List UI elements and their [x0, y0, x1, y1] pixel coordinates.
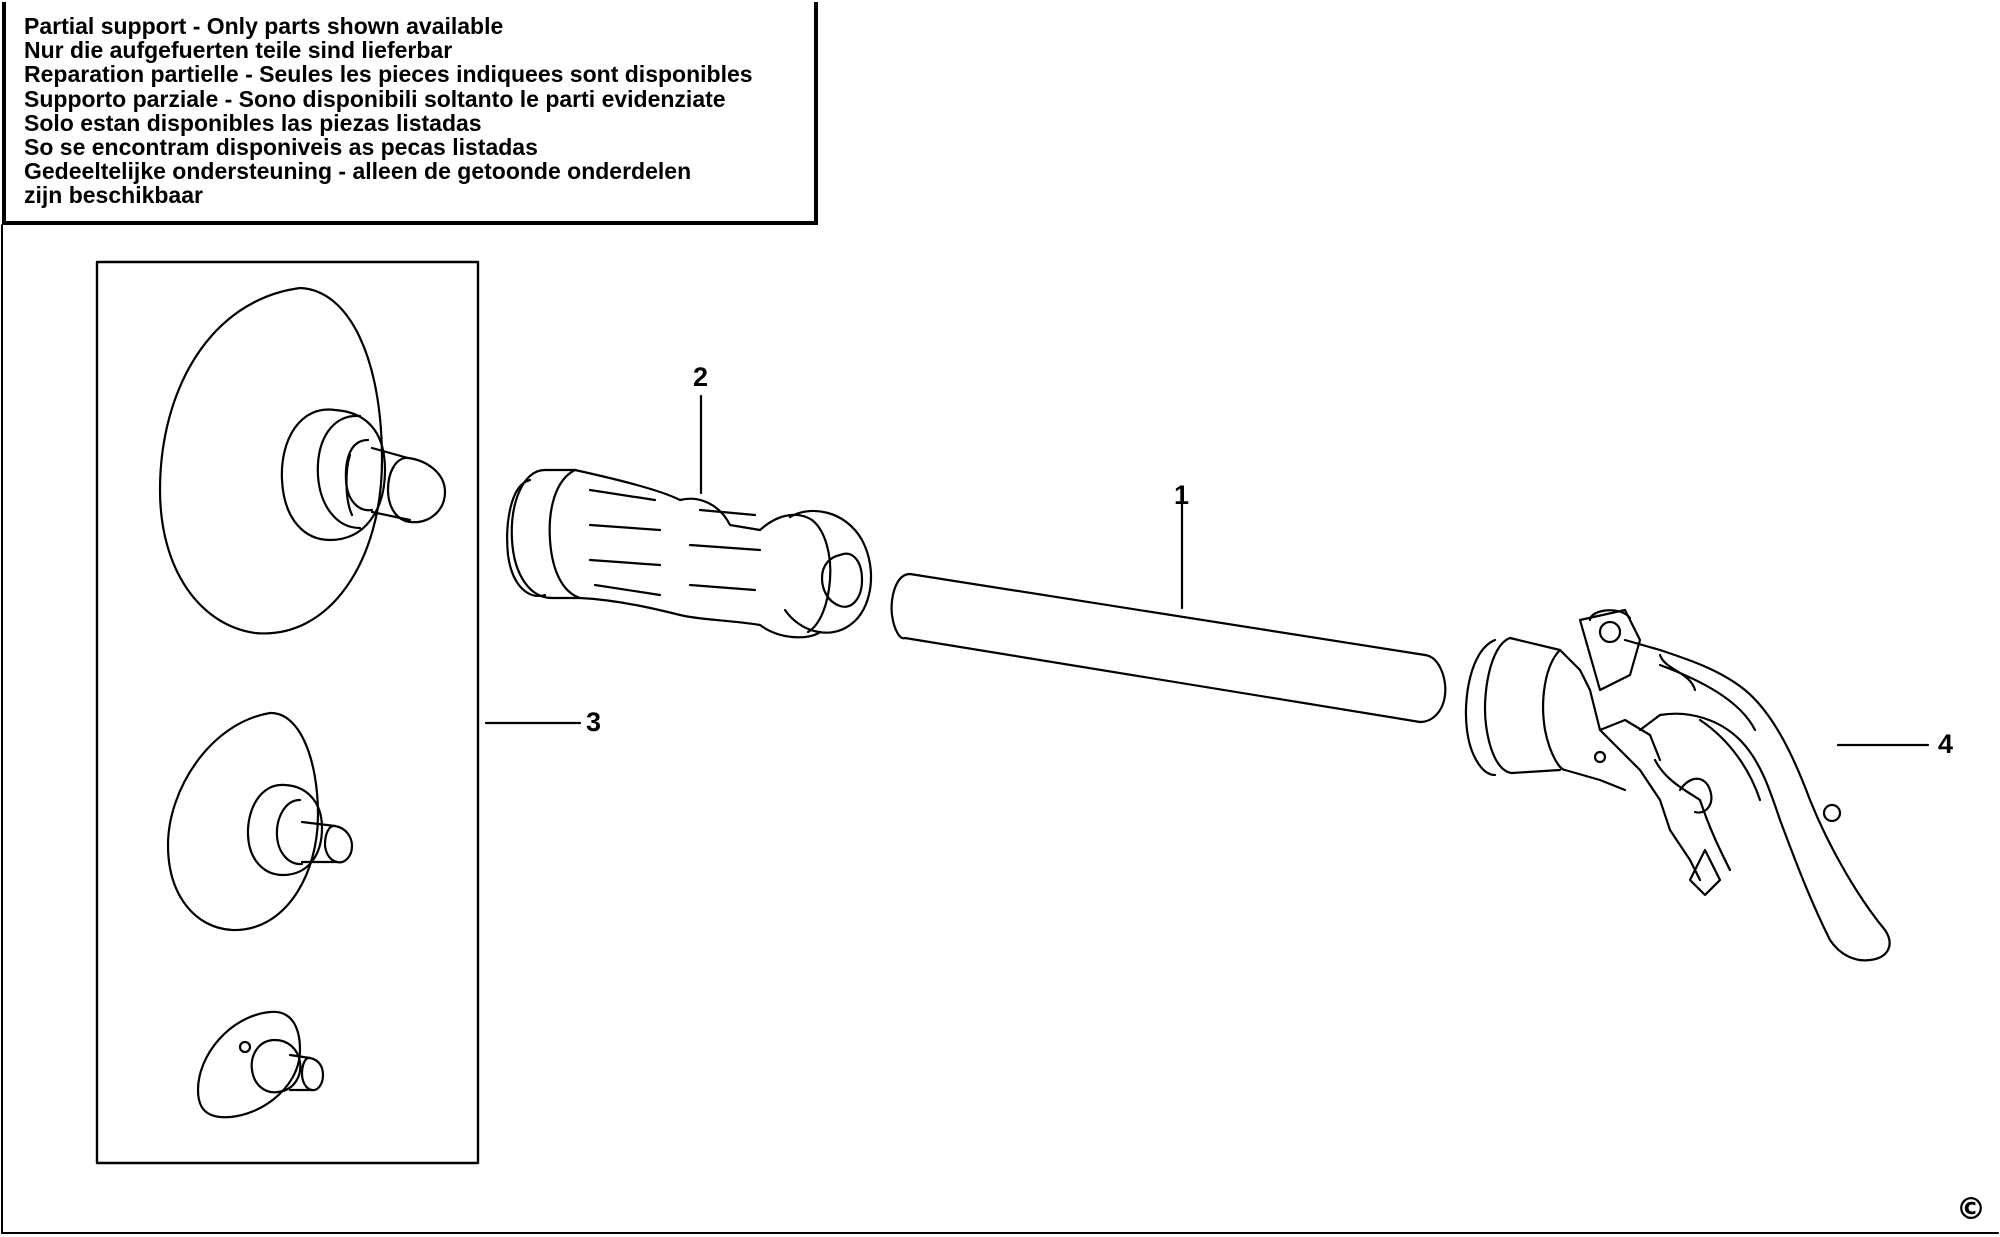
notice-line: Solo estan disponibles las piezas listad… — [24, 109, 482, 136]
callout-part-3: 3 — [586, 707, 602, 737]
medium-suction-pad — [166, 711, 354, 932]
callout-part-4: 4 — [1938, 729, 1954, 759]
notice-line: Reparation partielle - Seules les pieces… — [24, 61, 753, 88]
callout-part-1: 1 — [1174, 480, 1190, 510]
notice-line: zijn beschikbaar — [24, 182, 203, 209]
notice-line: Supporto parziale - Sono disponibili sol… — [24, 85, 726, 112]
callout-part-2: 2 — [693, 362, 709, 392]
shaft-tube — [890, 572, 1447, 724]
handle-grip — [506, 468, 873, 639]
main-handle-assembly — [1464, 608, 1891, 962]
large-suction-pad — [158, 286, 447, 635]
partial-support-notice: Partial support - Only parts shown avail… — [2, 2, 818, 225]
small-suction-pad — [196, 1010, 325, 1119]
notice-line: Nur die aufgefuerten teile sind lieferba… — [24, 37, 453, 64]
notice-line: So se encontram disponiveis as pecas lis… — [24, 134, 538, 161]
notice-line: Partial support - Only parts shown avail… — [24, 13, 504, 39]
copyright-symbol: © — [1956, 1192, 1986, 1227]
notice-line: Gedeeltelijke ondersteuning - alleen de … — [24, 158, 692, 185]
part-3-group-box — [95, 260, 480, 1165]
